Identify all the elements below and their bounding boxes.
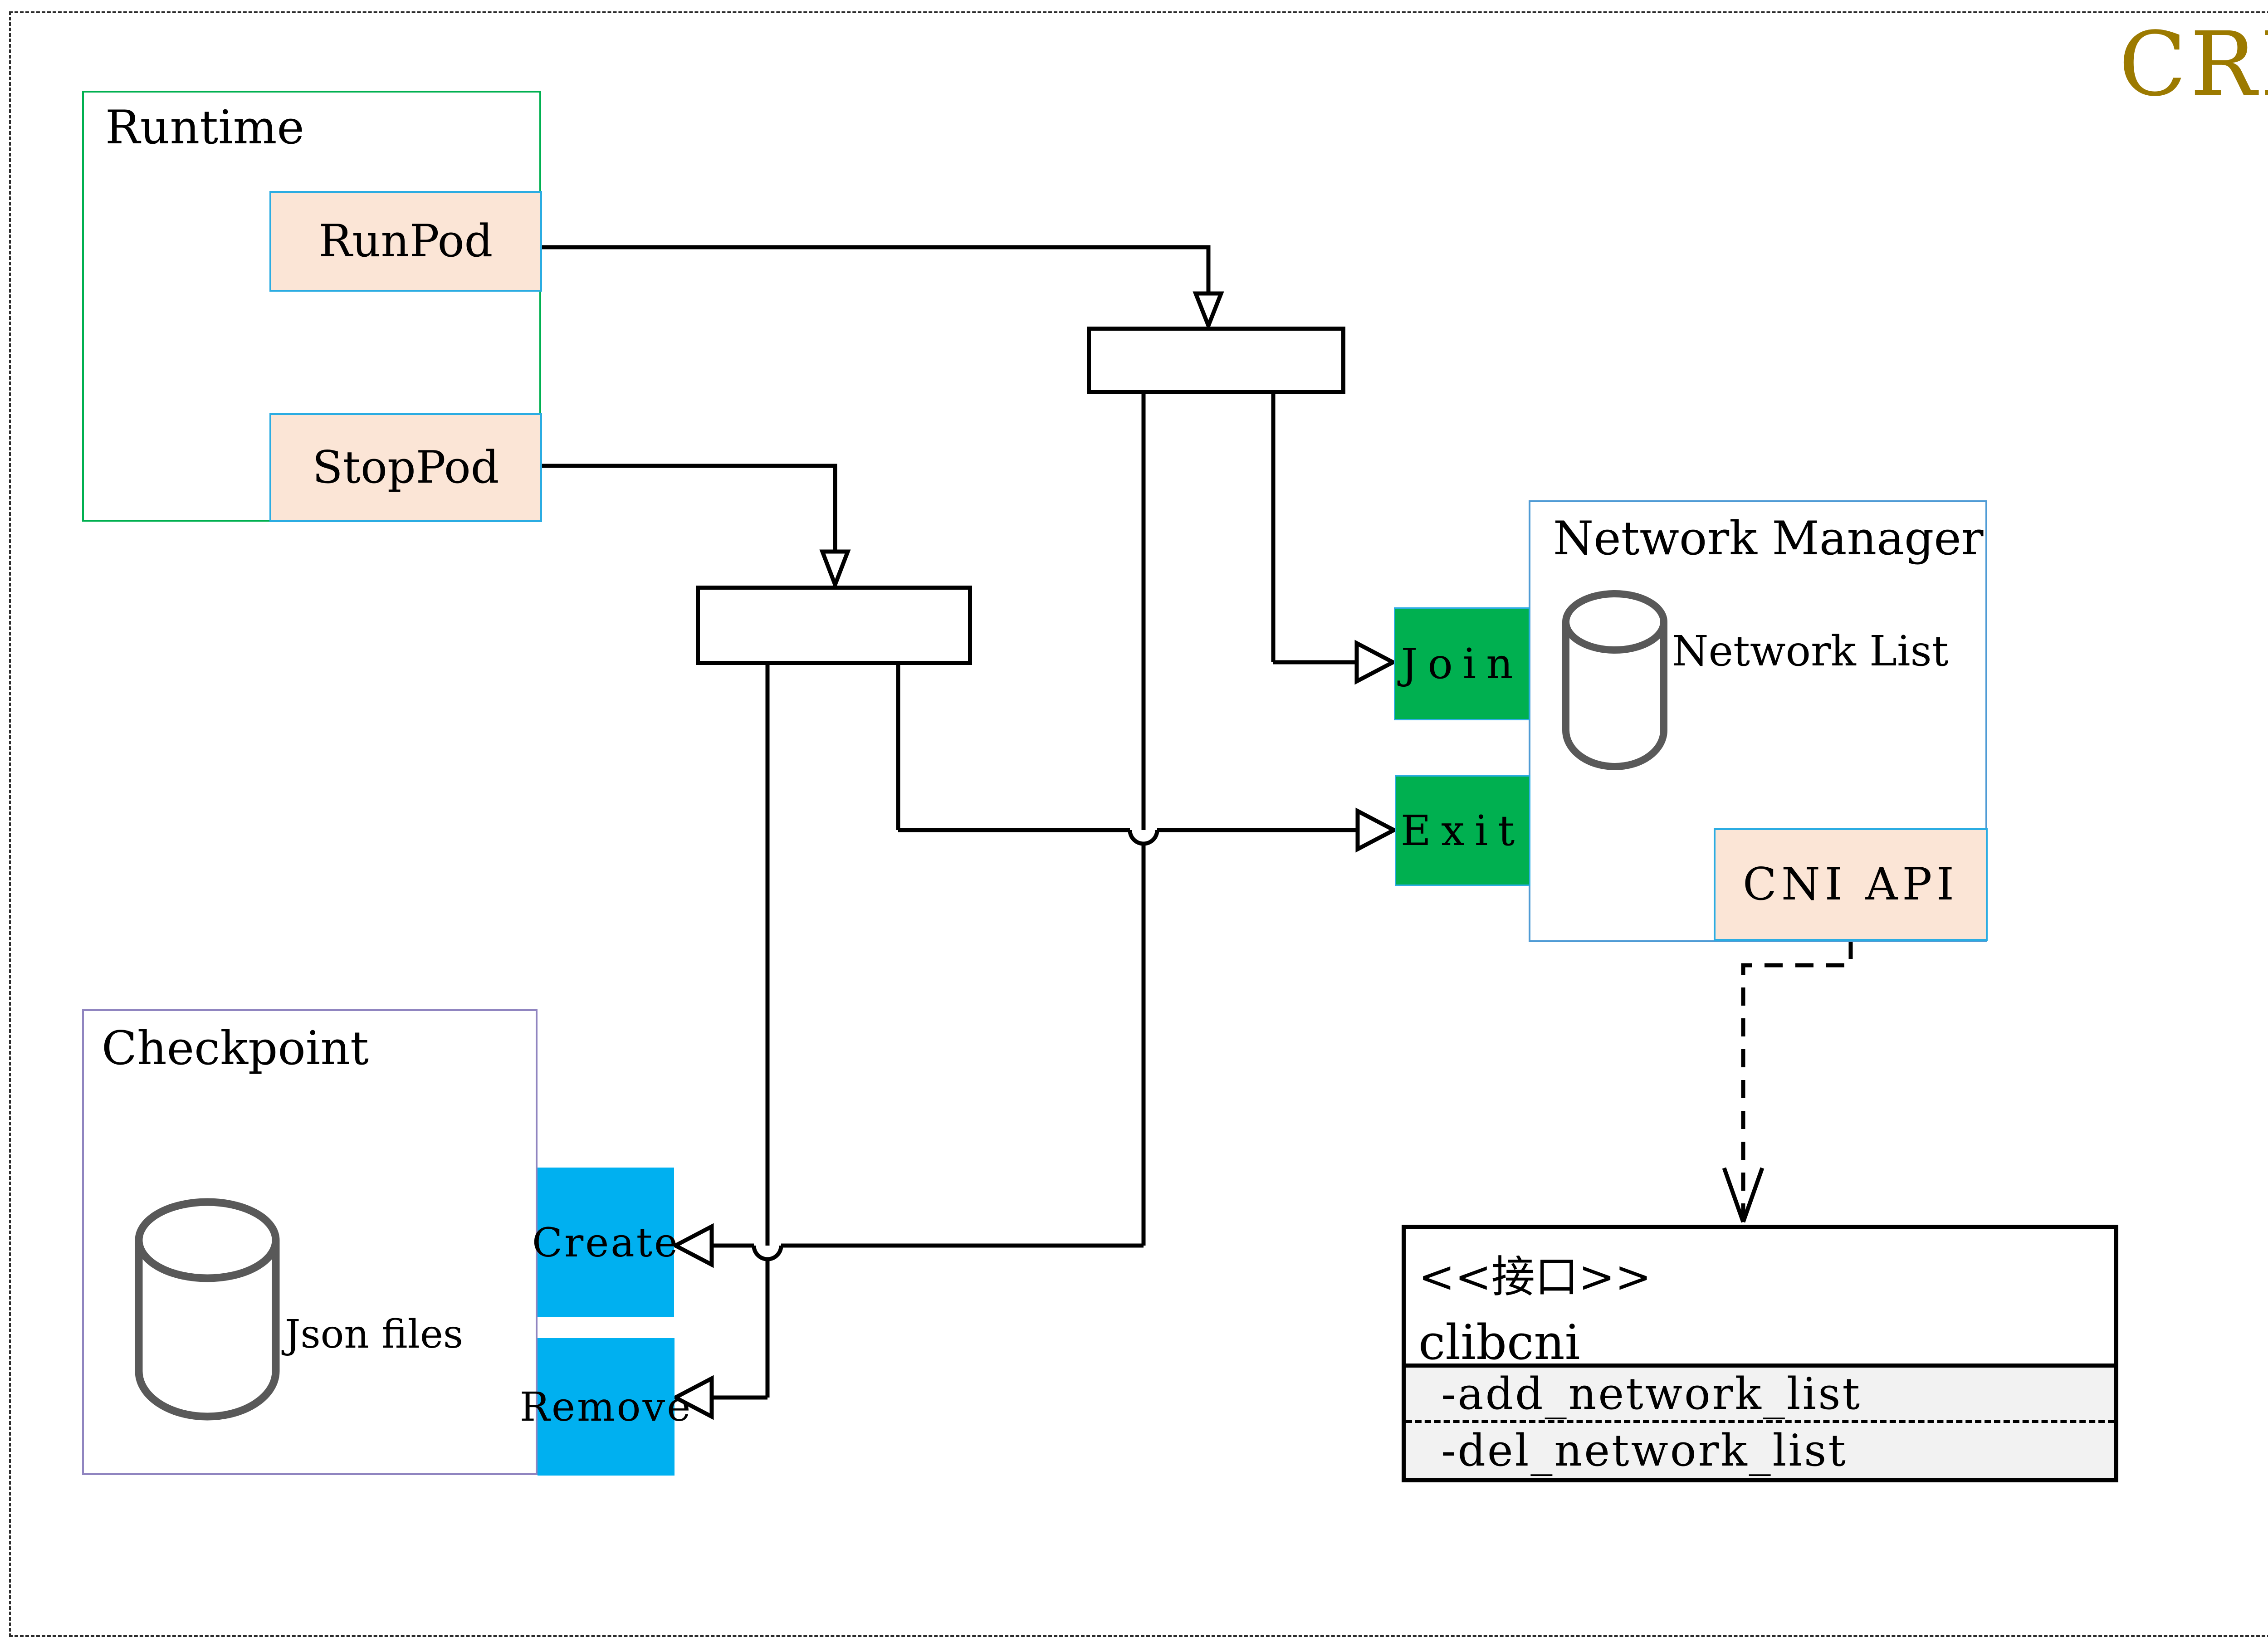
- json-files-database-cylinder-icon: [135, 1198, 280, 1421]
- line-hop-create-wire: [752, 1245, 783, 1261]
- network-manager-box: [1529, 500, 1987, 942]
- stoppod-node: StopPod: [269, 413, 542, 522]
- cni-api-node: CNI API: [1714, 828, 1988, 941]
- checkpoint-label: Checkpoint: [102, 1021, 369, 1075]
- clibcni-interface-box: <<接口>> clibcni -add_network_list -del_ne…: [1402, 1225, 2118, 1482]
- runpod-node: RunPod: [269, 191, 542, 292]
- page-dashed-border: [9, 11, 2268, 1637]
- join-node: Join: [1394, 607, 1530, 720]
- create-node: Create: [532, 1168, 678, 1317]
- clibcni-method-add: -add_network_list: [1406, 1368, 2114, 1423]
- runtime-label: Runtime: [105, 101, 304, 155]
- arrowhead-right-join-icon: [1354, 640, 1398, 685]
- junction-box-1: [1087, 327, 1345, 394]
- junction-box-2: [696, 586, 972, 665]
- wire-runpod-to-junction1: [541, 245, 1211, 293]
- wire-cniapi-to-clibcni-dashed: [1741, 941, 1853, 1217]
- checkpoint-box: [82, 1009, 538, 1475]
- wire-stoppod-to-junction2: [541, 464, 837, 552]
- clibcni-methods-compartment: -add_network_list -del_network_list: [1406, 1364, 2114, 1478]
- remove-node: Remove: [520, 1338, 690, 1476]
- network-manager-label: Network Manager: [1553, 512, 1984, 566]
- arrowhead-dependency-open-v-icon: [1722, 1167, 1765, 1223]
- network-list-label: Network List: [1672, 627, 1949, 675]
- line-hop-exit-wire: [1128, 830, 1159, 846]
- arrowhead-right-exit-icon: [1355, 807, 1398, 853]
- clibcni-header: <<接口>> clibcni: [1406, 1229, 2114, 1370]
- clibcni-stereotype: <<接口>>: [1418, 1251, 1652, 1302]
- arrowhead-down-junction2-icon: [819, 549, 851, 591]
- arrowhead-left-remove-icon: [671, 1375, 714, 1420]
- diagram-title: CRI: [2118, 13, 2268, 116]
- network-list-database-cylinder-icon: [1562, 590, 1667, 770]
- arrowhead-left-create-icon: [671, 1223, 714, 1268]
- clibcni-method-del: -del_network_list: [1441, 1425, 1848, 1476]
- json-files-label: Json files: [285, 1312, 464, 1357]
- exit-node: Exit: [1395, 775, 1530, 886]
- arrowhead-down-junction1-icon: [1193, 291, 1224, 332]
- clibcni-name: clibcni: [1418, 1315, 1580, 1370]
